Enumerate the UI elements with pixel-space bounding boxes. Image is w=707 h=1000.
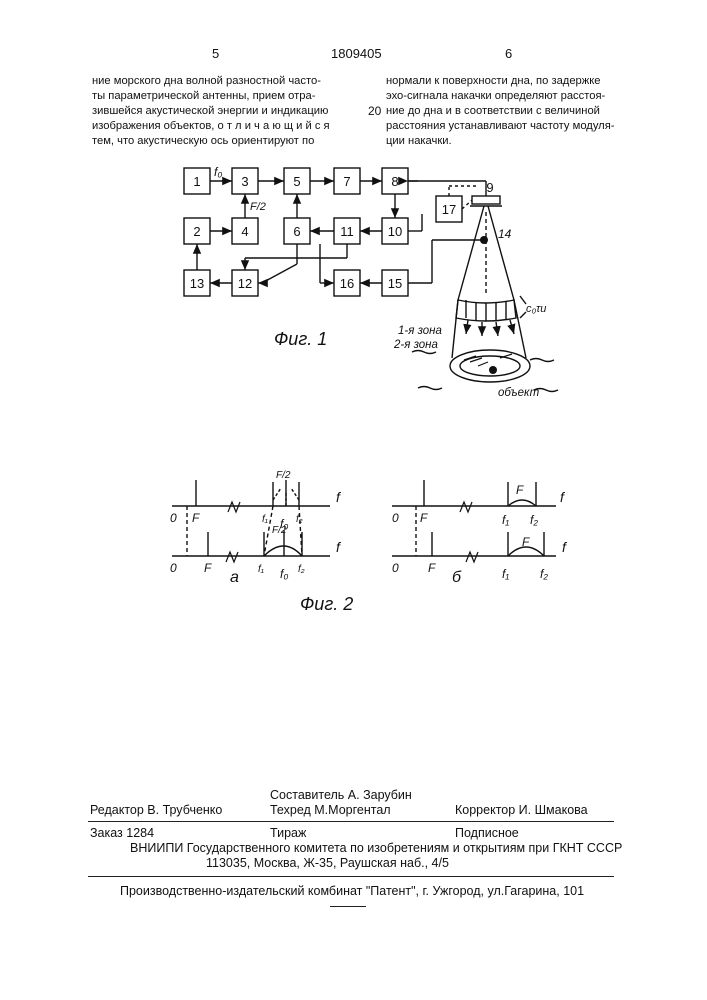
block-label: 7	[343, 174, 350, 189]
point-14	[480, 236, 488, 244]
corrector: Корректор И. Шмакова	[455, 803, 588, 817]
divider	[88, 876, 614, 877]
label-pulse: c₀τи	[526, 303, 546, 315]
label-f2: f₂	[540, 567, 548, 581]
axis-f: f	[562, 539, 568, 555]
axis-f: f	[336, 539, 342, 555]
axis-f: f	[560, 489, 566, 505]
label-F: F	[192, 511, 200, 525]
block-label: 8	[391, 174, 398, 189]
block-label: 15	[388, 276, 402, 291]
sub-b: б	[452, 569, 462, 586]
label-zero: 0	[392, 511, 399, 525]
label-zone2: 2-я зона	[393, 339, 438, 351]
block-label: 1	[193, 174, 200, 189]
label-F: F	[204, 561, 212, 575]
label-F: F	[428, 561, 436, 575]
sub-a: а	[230, 569, 239, 586]
fig2-spectra	[172, 480, 556, 556]
block-label: 3	[241, 174, 248, 189]
label-f2: f₂	[298, 564, 305, 575]
label-f2: f₂	[296, 514, 303, 525]
block-label: 17	[442, 202, 456, 217]
object-marker	[489, 366, 497, 374]
block-label: 12	[238, 276, 252, 291]
label-F: F	[420, 511, 428, 525]
publisher: Производственно-издательский комбинат "П…	[120, 884, 584, 898]
label-zero: 0	[170, 511, 177, 525]
fig1-block-labels: 1 2 3 4 5 6 7 8 9 10 11 12 13 15 16 17	[190, 174, 494, 291]
block-label: 5	[293, 174, 300, 189]
block-label: 11	[340, 224, 354, 239]
label-object: объект	[498, 387, 540, 399]
editor: Редактор В. Трубченко	[90, 803, 222, 817]
label-F: F	[516, 483, 524, 497]
label-f1: f₁	[258, 564, 264, 575]
fig1-caption: Фиг. 1	[274, 329, 327, 349]
label-zero: 0	[170, 561, 177, 575]
techred: Техред М.Моргентал	[270, 803, 391, 817]
block-label: 13	[190, 276, 204, 291]
axis-f: f	[336, 489, 342, 505]
label-f0: f₀	[214, 165, 222, 179]
block-label: 4	[241, 224, 248, 239]
block-label: 10	[388, 224, 402, 239]
vniipi: ВНИИПИ Государственного комитета по изоб…	[130, 841, 622, 855]
block-label: 2	[193, 224, 200, 239]
antenna-9	[472, 196, 500, 204]
fig2-caption: Фиг. 2	[300, 594, 353, 614]
order: Заказ 1284	[90, 826, 154, 840]
label-14: 14	[498, 227, 512, 241]
fig1-marks	[464, 236, 512, 374]
label-f1: f₁	[262, 514, 268, 525]
block-label: 6	[293, 224, 300, 239]
label-f1: f₁	[502, 513, 509, 527]
label-zero: 0	[392, 561, 399, 575]
divider	[88, 821, 614, 822]
block-label: 9	[486, 180, 493, 195]
block-label: 16	[340, 276, 354, 291]
address: 113035, Москва, Ж-35, Раушская наб., 4/5	[206, 856, 449, 870]
label-F2: F/2	[276, 470, 291, 481]
label-zone1: 1-я зона	[398, 325, 442, 337]
circulation: Тираж	[270, 826, 306, 840]
label-F: F	[522, 535, 530, 549]
label-f0: f₀	[280, 567, 288, 581]
label-f2: F/2	[250, 201, 266, 213]
label-f1: f₁	[502, 567, 509, 581]
label-f2: f₂	[530, 513, 538, 527]
subscription: Подписное	[455, 826, 519, 840]
compiler: Составитель А. Зарубин	[270, 788, 412, 802]
label-F2: F/2	[272, 525, 287, 536]
divider	[330, 906, 366, 907]
